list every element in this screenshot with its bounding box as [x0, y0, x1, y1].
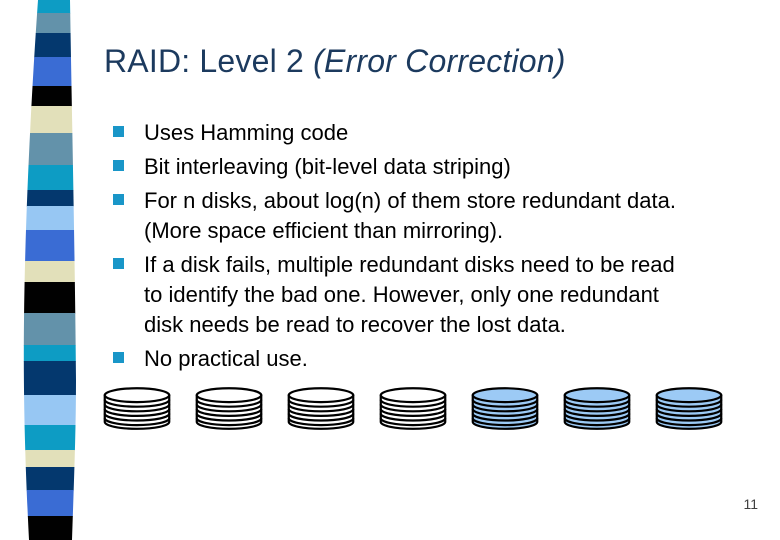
disk-icon: [471, 387, 539, 430]
ribbon-stripe: [23, 165, 76, 191]
decorative-ribbon: [23, 0, 76, 540]
ribbon-stripe: [23, 467, 76, 491]
ribbon-stripes: [23, 0, 76, 540]
bullet-item: If a disk fails, multiple redundant disk…: [112, 250, 752, 340]
disk-icon: [563, 387, 631, 430]
ribbon-stripe: [23, 361, 76, 396]
ribbon-stripe: [23, 425, 76, 451]
ribbon-stripe: [23, 313, 76, 346]
bullet-text: No practical use.: [144, 346, 308, 371]
bullet-square-icon: [113, 194, 124, 205]
bullet-square-icon: [113, 352, 124, 363]
disk-icon: [287, 387, 355, 430]
disk-icon: [655, 387, 723, 430]
ribbon-stripe: [23, 190, 76, 207]
bullet-list: Uses Hamming code Bit interleaving (bit-…: [112, 118, 752, 378]
ribbon-stripe: [23, 345, 76, 362]
ribbon-stripe: [23, 13, 76, 34]
bullet-square-icon: [113, 126, 124, 137]
bullet-item: For n disks, about log(n) of them store …: [112, 186, 752, 246]
ribbon-stripe: [23, 450, 76, 468]
bullet-text: Uses Hamming code: [144, 120, 349, 145]
bullet-item: No practical use.: [112, 344, 752, 374]
bullet-text: If a disk fails, multiple redundant disk…: [144, 252, 675, 337]
ribbon-stripe: [23, 133, 76, 166]
ribbon-stripe: [23, 57, 76, 87]
ribbon-stripe: [23, 261, 76, 283]
ribbon-stripe: [23, 33, 76, 58]
disk-icon: [379, 387, 447, 430]
bullet-text: For n disks, about log(n) of them store …: [144, 188, 676, 243]
bullet-item: Bit interleaving (bit-level data stripin…: [112, 152, 752, 182]
disk-icon: [103, 387, 171, 430]
ribbon-stripe: [23, 206, 76, 231]
page-number: 11: [743, 496, 758, 512]
slide-title: RAID: Level 2 (Error Correction): [104, 40, 764, 82]
disk-row: [102, 386, 724, 434]
title-plain: RAID: Level 2: [104, 43, 314, 79]
bullet-text: Bit interleaving (bit-level data stripin…: [144, 154, 511, 179]
title-italic: (Error Correction): [313, 43, 566, 79]
ribbon-stripe: [23, 395, 76, 426]
ribbon-stripe: [23, 282, 76, 314]
ribbon-stripe: [23, 516, 76, 540]
ribbon-stripe: [23, 86, 76, 107]
ribbon-stripe: [23, 230, 76, 262]
disk-icon: [195, 387, 263, 430]
bullet-square-icon: [113, 258, 124, 269]
bullet-square-icon: [113, 160, 124, 171]
bullet-item: Uses Hamming code: [112, 118, 752, 148]
ribbon-stripe: [23, 106, 76, 134]
ribbon-stripe: [23, 490, 76, 517]
ribbon-stripe: [23, 0, 76, 14]
